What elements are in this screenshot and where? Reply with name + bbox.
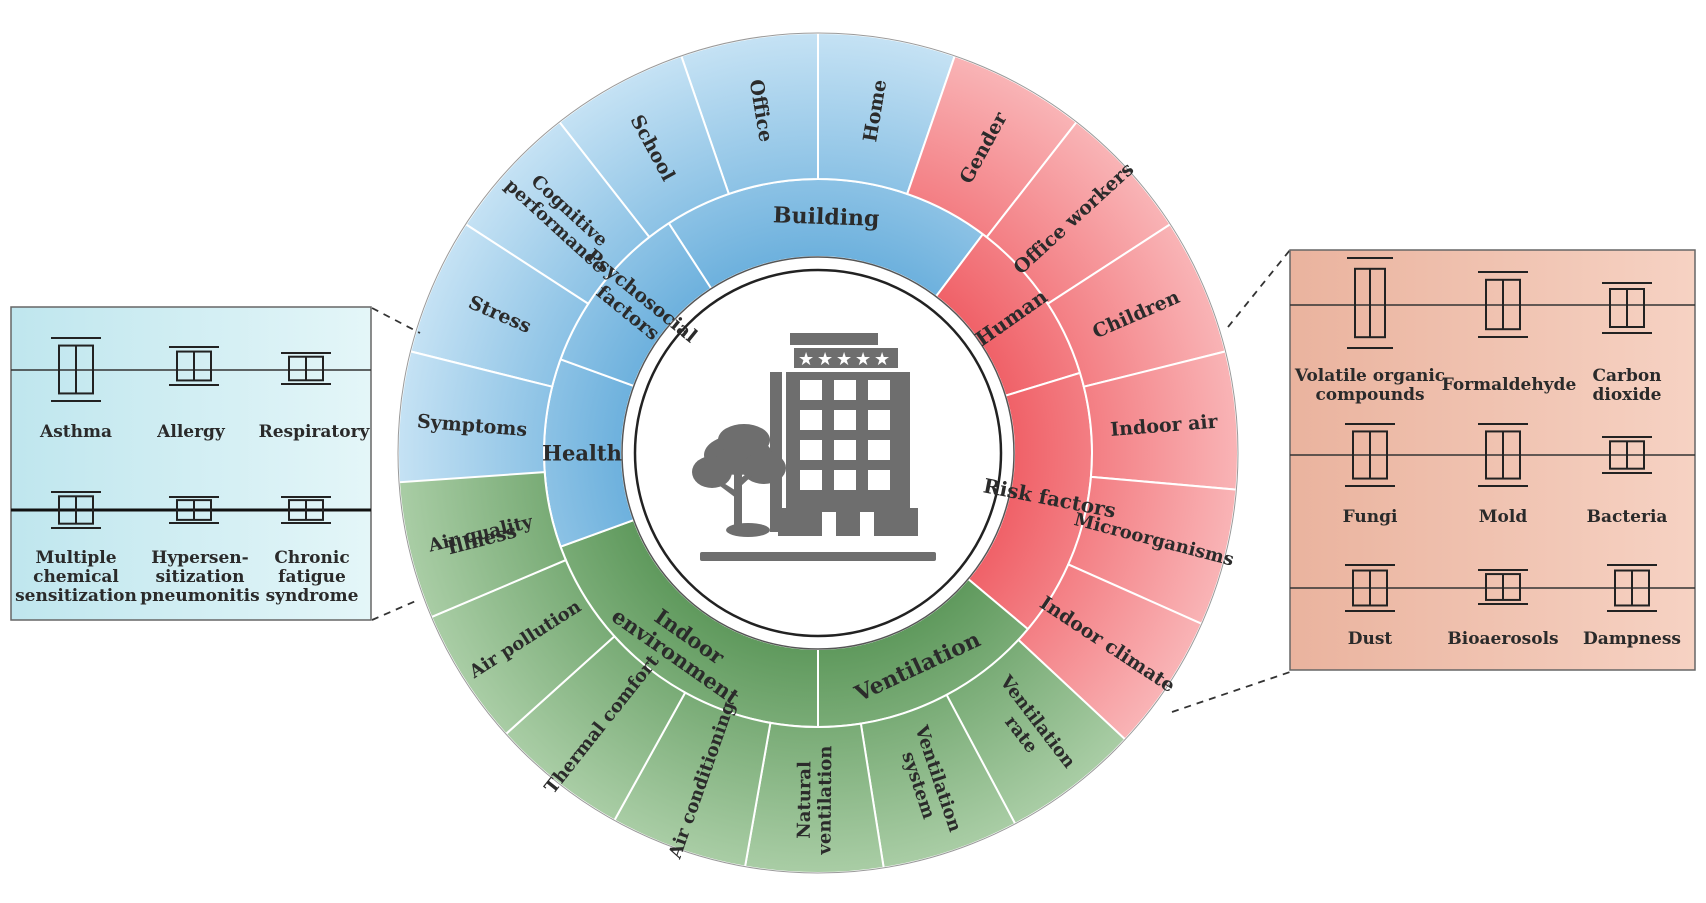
hypersens-boxplot-icon [169,496,219,524]
label-building-line1: Building [773,202,880,232]
label-natural-ventilation-line2: ventilation [814,746,836,856]
svg-text:★: ★ [874,349,890,370]
co2-line1: Carbon [1592,366,1661,386]
asthma-boxplot-icon [51,337,101,402]
connector-lines [371,249,1291,713]
respiratory-boxplot-icon [281,352,331,385]
dampness-boxplot-icon [1607,564,1657,612]
allergy-boxplot-icon [169,346,219,386]
dust-boxplot-icon [1345,564,1395,612]
co2-line2: dioxide [1593,385,1662,405]
mold-label: Mold [1479,507,1528,527]
dampness-label: Dampness [1583,629,1681,649]
multiple-chem-line1: Multiple [35,548,116,568]
svg-text:★: ★ [798,349,814,370]
bacteria-boxplot-icon [1602,436,1652,474]
multiple-chem-boxplot-icon [51,491,101,529]
svg-text:★: ★ [855,349,871,370]
respiratory-label: Respiratory [259,422,371,442]
hypersens-line3: pneumonitis [140,586,259,606]
formaldehyde-label: Formaldehyde [1442,375,1577,395]
fungi-boxplot-icon [1345,423,1395,487]
voc-boxplot-icon [1347,257,1393,349]
building-with-tree-icon: ★ ★ ★ ★ ★ [692,333,936,561]
label-health: Health [542,441,622,466]
voc-line1: Volatile organic [1294,366,1445,386]
label-health-line1: Health [542,441,622,466]
label-natural-ventilation-line1: Natural [794,761,816,839]
allergy-label: Allergy [156,422,226,442]
hypersens-line2: sitization [155,567,244,587]
chronic-fatigue-boxplot-icon [281,496,331,524]
svg-text:★: ★ [817,349,833,370]
left-health-panel: Asthma Allergy Respiratory Multiple chem… [10,306,372,621]
bacteria-label: Bacteria [1587,507,1668,527]
hypersens-line1: Hypersen- [151,548,248,568]
multiple-chem-line2: chemical [33,567,119,587]
svg-text:★: ★ [836,349,852,370]
bioaerosols-boxplot-icon [1478,569,1528,605]
formaldehyde-boxplot-icon [1478,271,1528,338]
outer-outline [397,32,1239,874]
voc-line2: compounds [1315,385,1424,405]
co2-boxplot-icon [1602,282,1652,334]
chronic-fatigue-line3: syndrome [266,586,359,606]
label-building: Building [773,202,880,232]
multiple-chem-line3: sensitization [15,586,137,606]
asthma-label: Asthma [39,422,112,442]
dust-label: Dust [1348,629,1393,649]
segment-ring [397,31,1239,874]
fungi-label: Fungi [1343,507,1398,527]
bioaerosols-label: Bioaerosols [1447,629,1558,649]
mold-boxplot-icon [1478,423,1528,487]
chronic-fatigue-line1: Chronic [274,548,349,568]
right-risk-panel: Volatile organic compounds Formaldehyde … [1289,249,1696,671]
chronic-fatigue-line2: fatigue [278,567,346,587]
